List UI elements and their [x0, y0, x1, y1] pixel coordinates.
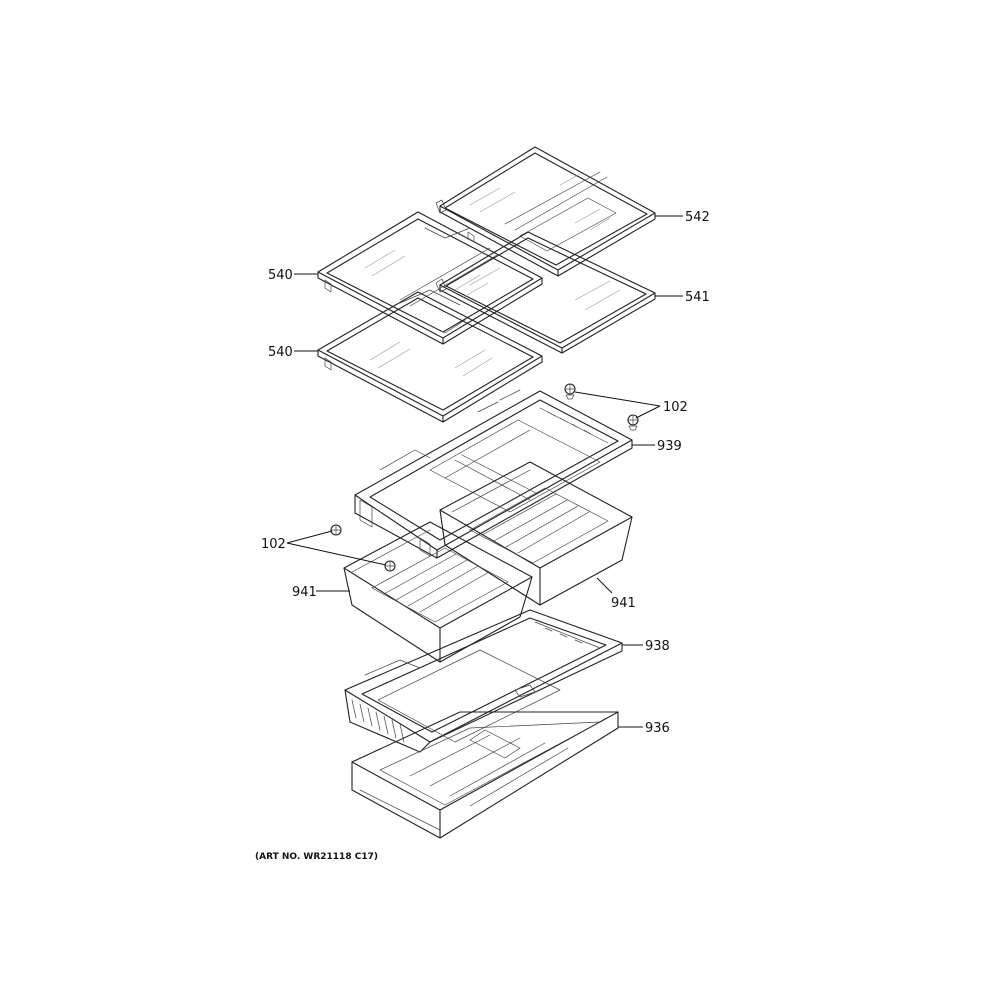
shelf-540-upper[interactable]	[317, 211, 543, 345]
leader-102-left-a	[286, 530, 333, 544]
callout-938: 938	[645, 639, 670, 654]
leader-102-right-b	[635, 405, 661, 419]
clip-102-right-b[interactable]	[627, 414, 639, 431]
leader-102-right-a	[574, 391, 661, 407]
drawer-936[interactable]	[351, 711, 619, 839]
callout-941-left: 941	[292, 585, 317, 600]
clip-102-left-a[interactable]	[330, 524, 342, 536]
leader-102-left-b	[286, 542, 387, 566]
callout-941-right: 941	[611, 596, 636, 611]
leader-941-right	[596, 577, 613, 594]
callout-541: 541	[685, 290, 710, 305]
callout-540-lower: 540	[268, 345, 293, 360]
drawer-941-left[interactable]	[343, 521, 533, 663]
callout-102-left: 102	[261, 537, 286, 552]
shelf-541[interactable]	[435, 231, 656, 354]
clip-102-left-b[interactable]	[384, 560, 396, 572]
drawer-cover-939[interactable]	[354, 389, 633, 559]
callout-939: 939	[657, 439, 682, 454]
callout-540-upper: 540	[268, 268, 293, 283]
clip-102-right-a[interactable]	[564, 383, 576, 400]
shelf-540-lower[interactable]	[317, 289, 543, 423]
callout-542: 542	[685, 210, 710, 225]
callout-102-right: 102	[663, 400, 688, 415]
callout-936: 936	[645, 721, 670, 736]
drawer-941-right[interactable]	[439, 461, 633, 606]
leader-lines	[286, 215, 683, 728]
art-number: (ART NO. WR21118 C17)	[255, 852, 378, 862]
shelf-542[interactable]	[435, 146, 656, 277]
